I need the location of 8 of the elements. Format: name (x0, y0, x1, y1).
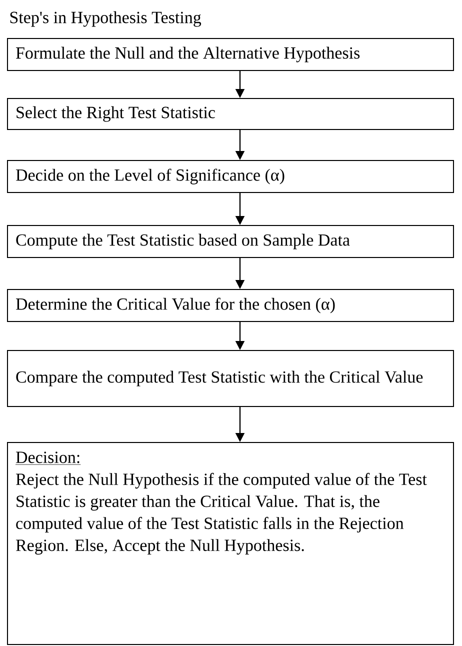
step-box: Select the Right Test Statistic (7, 98, 454, 130)
step-box: Compute the Test Statistic based on Sample Data (7, 225, 454, 258)
step-box: Compare the computed Test Statistic with the Critical Value (7, 350, 454, 407)
decision-box: Decision: Reject the Null Hypothesis if the computed value of the Test Statistic is greater than the Critical Value. That is, the computed value of the Test Statistic falls in the Rejection Region. Else, Accept the Null Hypothesis. (7, 442, 454, 645)
step-box: Formulate the Null and the Alternative Hypothesis (7, 38, 454, 71)
step-box: Determine the Critical Value for the chosen (α) (7, 289, 454, 322)
step-box: Decide on the Level of Significance (α) (7, 160, 454, 193)
title: Step's in Hypothesis Testing (10, 11, 202, 27)
